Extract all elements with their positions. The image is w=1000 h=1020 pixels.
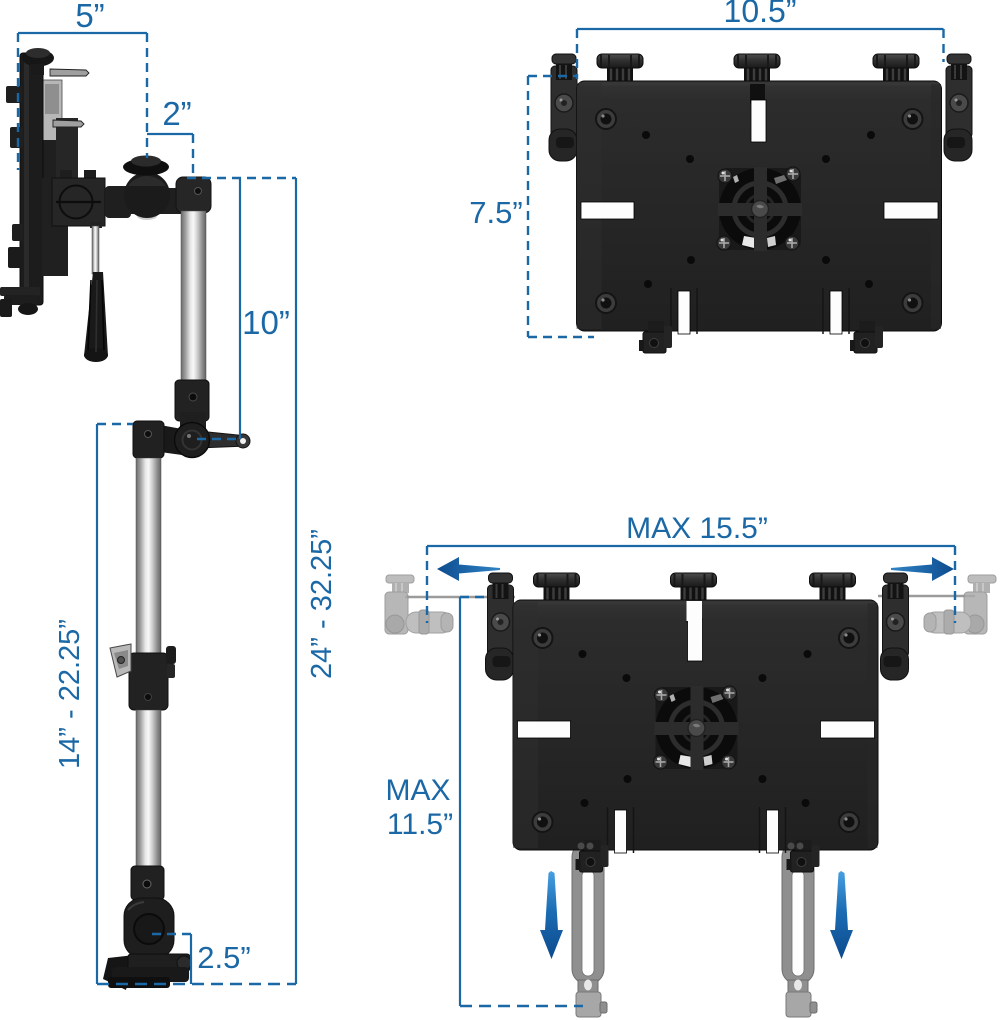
svg-text:11.5”: 11.5” — [387, 808, 453, 841]
svg-text:10”: 10” — [242, 304, 290, 341]
svg-text:5”: 5” — [75, 0, 104, 34]
svg-text:2.5”: 2.5” — [197, 940, 250, 975]
svg-text:MAX 15.5”: MAX 15.5” — [626, 512, 768, 545]
svg-text:7.5”: 7.5” — [469, 195, 522, 230]
svg-text:24” - 32.25”: 24” - 32.25” — [306, 529, 338, 679]
svg-text:MAX: MAX — [385, 774, 450, 807]
svg-text:10.5”: 10.5” — [724, 0, 797, 29]
svg-text:2”: 2” — [162, 95, 191, 132]
svg-text:14” - 22.25”: 14” - 22.25” — [54, 619, 86, 769]
